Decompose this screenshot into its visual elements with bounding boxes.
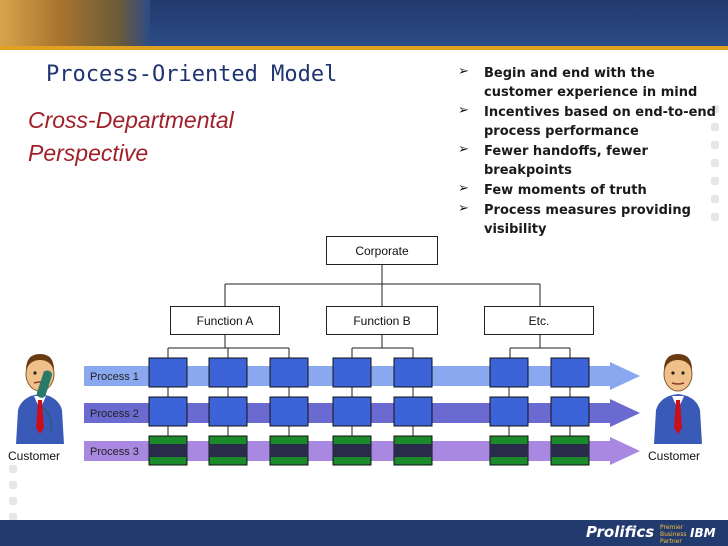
unit-box-band [551, 444, 589, 457]
unit-box [269, 357, 309, 388]
decorative-dots-left [9, 465, 17, 529]
bullet-text: Incentives based on end-to-end process p… [484, 105, 716, 139]
bullet-item: ➢ Few moments of truth [458, 181, 720, 200]
unit-box-band [333, 444, 371, 457]
unit-box-band [394, 444, 432, 457]
process-2-label: Process 2 [90, 407, 139, 420]
bullet-text: Begin and end with the customer experien… [484, 66, 698, 100]
arrow-bullet-icon: ➢ [458, 64, 469, 79]
partner-tag: Premier Business Partner [660, 524, 687, 545]
unit-box [489, 357, 529, 388]
unit-box [148, 396, 188, 427]
bullet-text: Process measures providing visibility [484, 203, 691, 237]
arrow-bullet-icon: ➢ [458, 103, 469, 118]
unit-box [208, 396, 248, 427]
prolifics-logo: Prolifics [586, 523, 655, 541]
unit-box-band [209, 444, 247, 457]
org-connectors [167, 265, 571, 358]
unit-box-band [270, 444, 308, 457]
unit-box [332, 396, 372, 427]
bullet-item: ➢ Process measures providing visibility [458, 201, 720, 239]
unit-box [332, 357, 372, 388]
bullet-text: Fewer handoffs, fewer breakpoints [484, 144, 648, 178]
slide-subtitle: Cross-Departmental Perspective [28, 107, 234, 166]
ibm-logo: IBM [690, 526, 716, 540]
footer-bar [0, 520, 728, 546]
bullet-item: ➢ Incentives based on end-to-end process … [458, 103, 720, 141]
corporate-box: Corporate [326, 236, 438, 265]
header-photo-fade [120, 0, 150, 46]
unit-box [550, 357, 590, 388]
unit-box [208, 357, 248, 388]
customer-right-label: Customer [648, 449, 701, 463]
customer-left-label: Customer [8, 449, 61, 463]
bullet-item: ➢ Fewer handoffs, fewer breakpoints [458, 142, 720, 180]
process-3-label: Process 3 [90, 445, 139, 458]
header-accent-line [0, 46, 728, 50]
etc-box: Etc. [484, 306, 594, 335]
customer-right-figure [654, 354, 702, 444]
function-a-box: Function A [170, 306, 280, 335]
bullet-list: ➢ Begin and end with the customer experie… [458, 64, 720, 240]
unit-box [393, 396, 433, 427]
slide-title: Process-Oriented Model [46, 62, 338, 87]
customer-left-figure [16, 354, 64, 444]
unit-box [148, 357, 188, 388]
arrow-bullet-icon: ➢ [458, 201, 469, 216]
bullet-item: ➢ Begin and end with the customer experie… [458, 64, 720, 102]
unit-boxes [148, 357, 590, 466]
decorative-dots-right [711, 105, 719, 231]
process-1-label: Process 1 [90, 370, 139, 383]
arrow-bullet-icon: ➢ [458, 142, 469, 157]
arrow-bullet-icon: ➢ [458, 181, 469, 196]
header-photo [0, 0, 120, 46]
bullet-text: Few moments of truth [484, 183, 647, 198]
unit-box [550, 396, 590, 427]
unit-box [489, 396, 529, 427]
unit-box [269, 396, 309, 427]
unit-box-band [149, 444, 187, 457]
function-b-box: Function B [326, 306, 438, 335]
unit-box-band [490, 444, 528, 457]
unit-box [393, 357, 433, 388]
